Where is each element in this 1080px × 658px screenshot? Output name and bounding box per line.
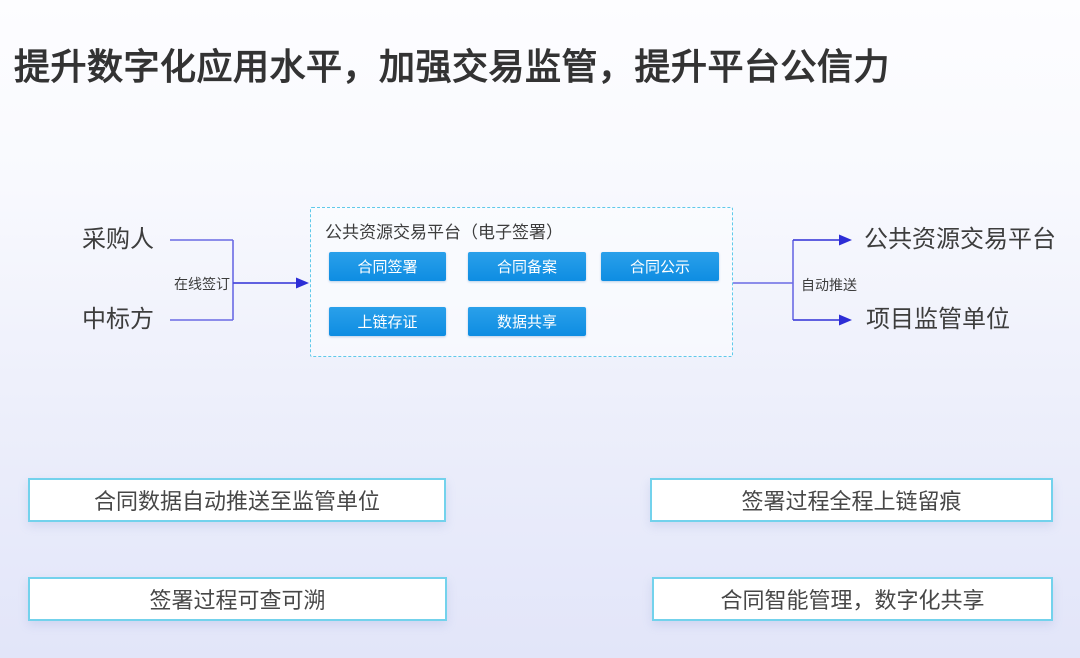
node-purchaser: 采购人 <box>82 226 154 253</box>
feature-box-traceable: 签署过程可查可溯 <box>28 577 447 621</box>
edge-label-online-signing: 在线签订 <box>174 276 230 292</box>
module-contract-filing: 合同备案 <box>468 252 586 281</box>
arrowhead-icon <box>296 277 309 289</box>
module-contract-signing: 合同签署 <box>329 252 446 281</box>
node-trading-platform: 公共资源交易平台 <box>864 226 1056 253</box>
node-winning-bidder: 中标方 <box>82 306 154 333</box>
module-data-sharing: 数据共享 <box>468 307 586 336</box>
platform-panel: 公共资源交易平台（电子签署） 合同签署 合同备案 合同公示 上链存证 数据共享 <box>310 207 733 357</box>
edge-label-auto-push: 自动推送 <box>801 277 857 293</box>
arrowhead-icon <box>839 314 852 326</box>
arrowhead-icon <box>839 234 852 246</box>
page-title: 提升数字化应用水平，加强交易监管，提升平台公信力 <box>14 46 891 87</box>
module-contract-publicity: 合同公示 <box>601 252 719 281</box>
platform-panel-title: 公共资源交易平台（电子签署） <box>325 223 563 242</box>
feature-box-smart-management: 合同智能管理，数字化共享 <box>652 577 1053 621</box>
feature-box-chain-trace: 签署过程全程上链留痕 <box>650 478 1053 522</box>
feature-box-auto-push: 合同数据自动推送至监管单位 <box>28 478 446 522</box>
module-blockchain-evidence: 上链存证 <box>329 307 446 336</box>
node-project-regulator: 项目监管单位 <box>866 306 1010 333</box>
